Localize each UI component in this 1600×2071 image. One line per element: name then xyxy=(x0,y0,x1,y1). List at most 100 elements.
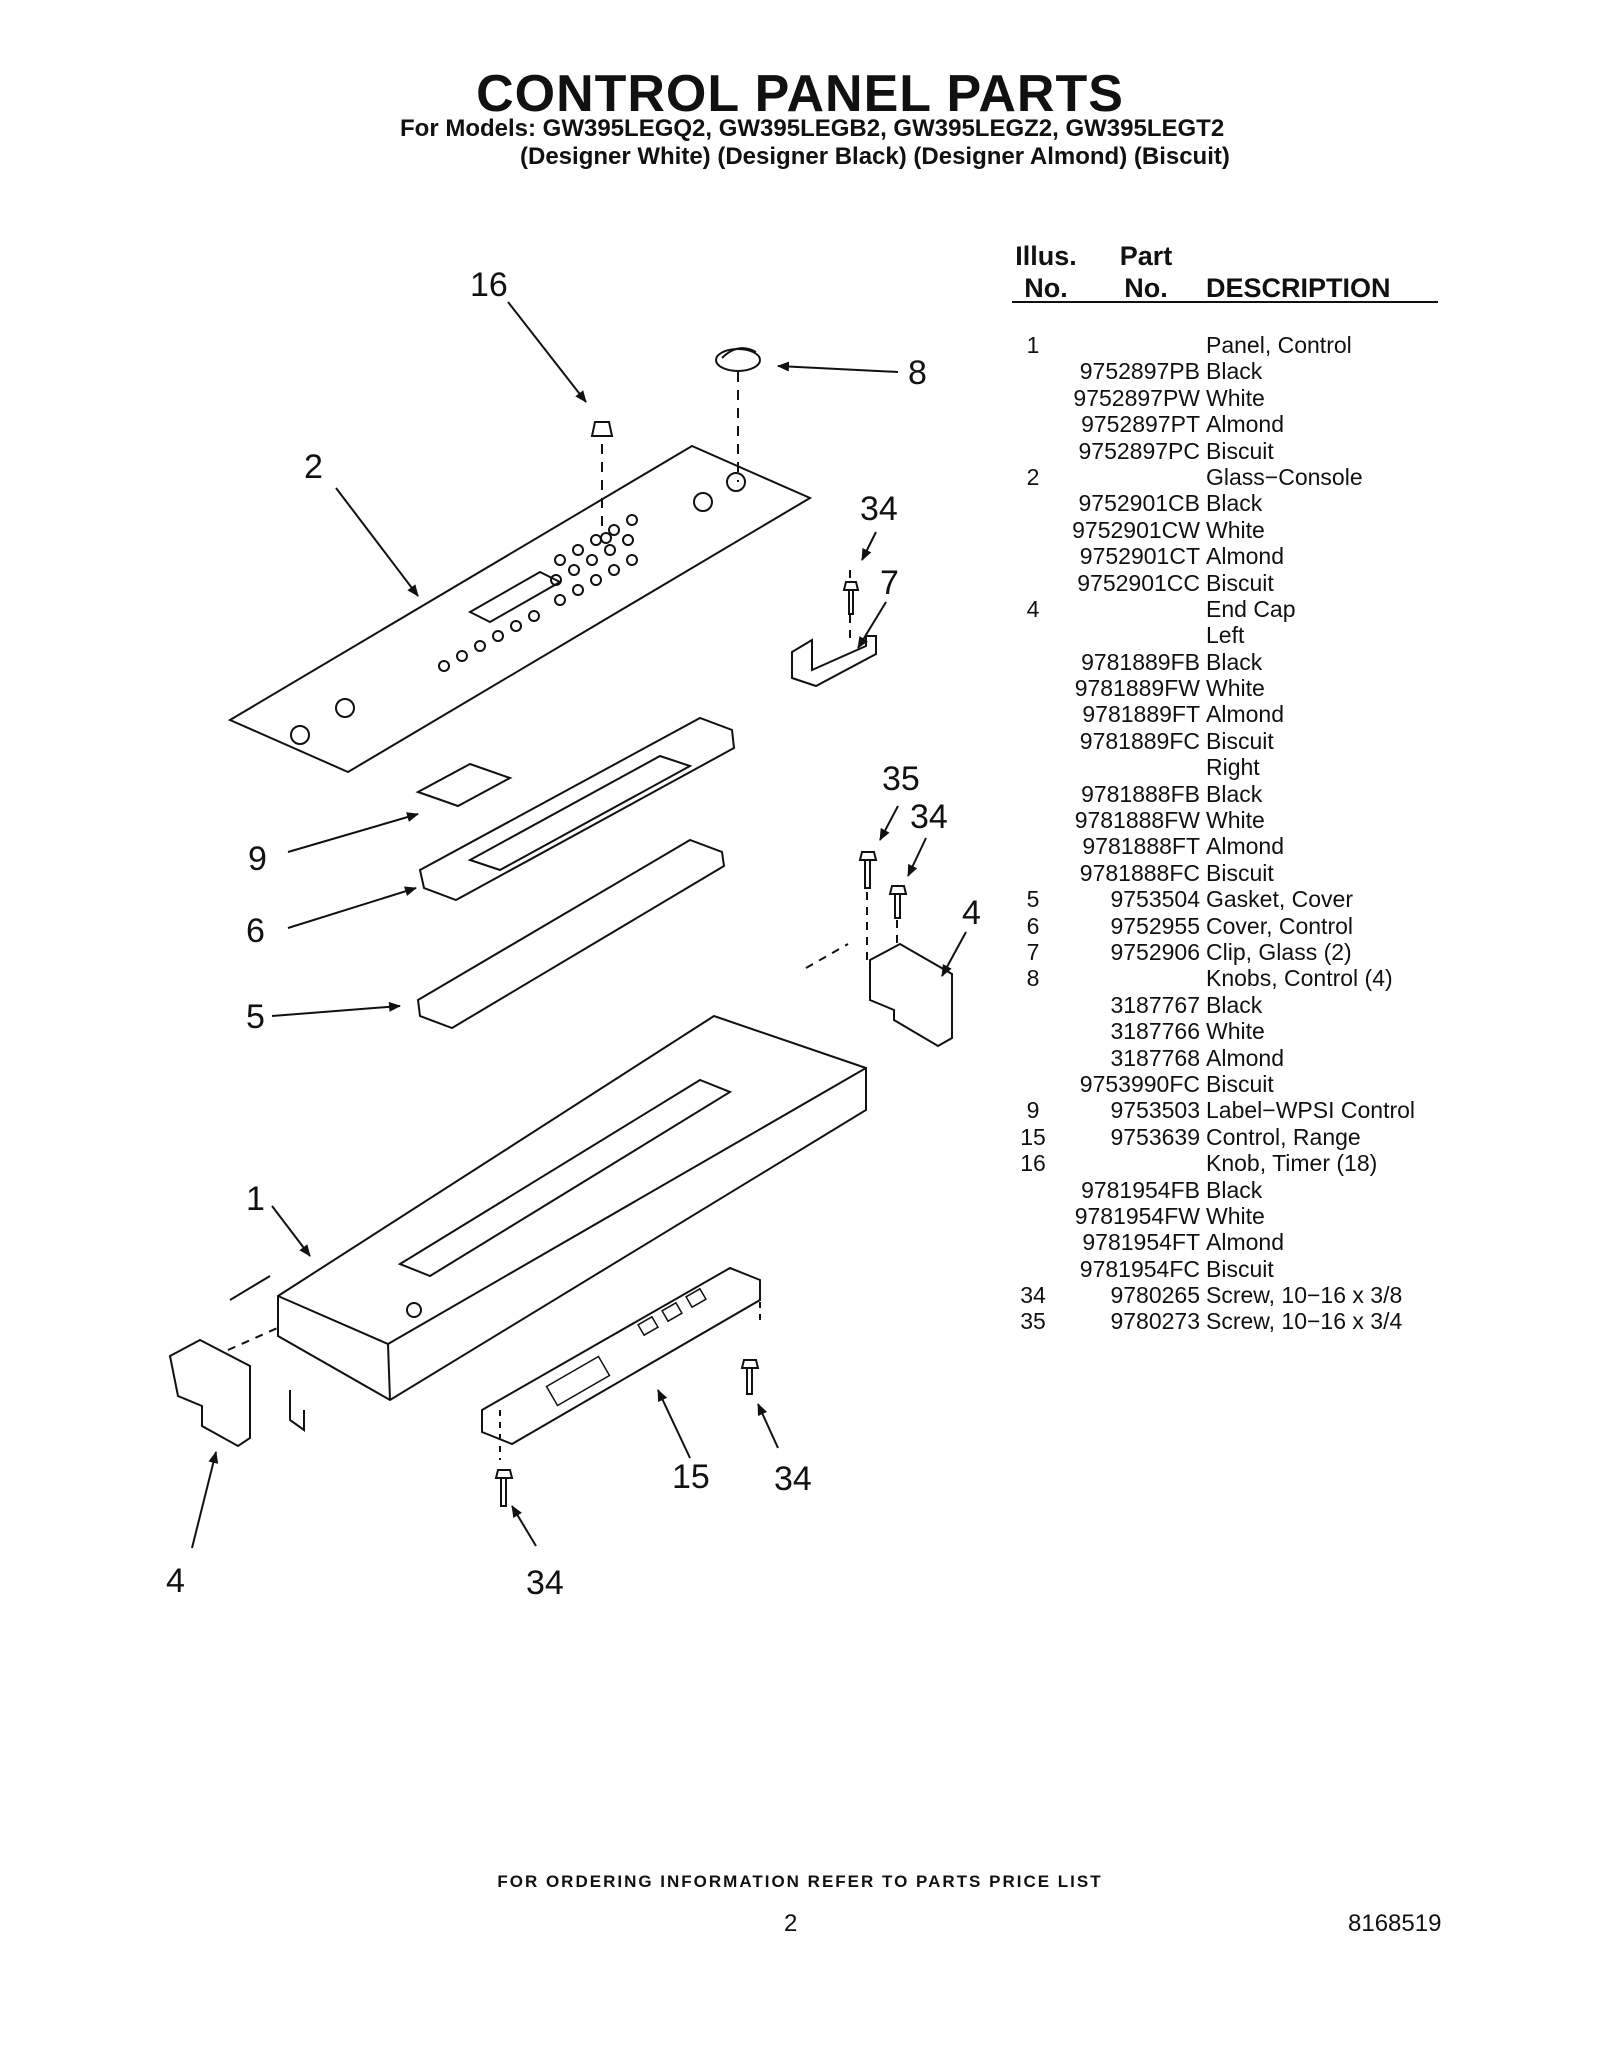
callout-8: 8 xyxy=(908,354,927,392)
part-no: 9753503 xyxy=(1110,1097,1200,1124)
callout-4-left: 4 xyxy=(166,1562,185,1600)
callout-5: 5 xyxy=(246,998,265,1036)
illus-no: 6 xyxy=(1026,912,1040,939)
part-no: 9781954FT xyxy=(1082,1229,1200,1256)
callout-16: 16 xyxy=(470,266,508,304)
part-no: 9781954FC xyxy=(1079,1255,1200,1282)
part-no: 3187768 xyxy=(1110,1044,1200,1071)
callout-4-right: 4 xyxy=(962,894,981,932)
page-title: CONTROL PANEL PARTS xyxy=(476,65,1124,123)
part-no: 9781888FW xyxy=(1074,807,1200,834)
description: Cover, Control xyxy=(1206,912,1354,939)
header-part-no: Part No. xyxy=(1119,241,1173,303)
illus-no: 16 xyxy=(1020,1150,1046,1177)
part-no: 9781889FT xyxy=(1082,701,1200,728)
description: Almond xyxy=(1206,701,1284,728)
description: Black xyxy=(1206,490,1263,517)
description: White xyxy=(1206,807,1265,834)
part-no: 9781888FC xyxy=(1079,859,1200,886)
illus-no: 15 xyxy=(1020,1123,1046,1150)
illus-no: 35 xyxy=(1020,1308,1046,1335)
illus-no: 4 xyxy=(1026,595,1040,622)
description: Knobs, Control (4) xyxy=(1206,965,1393,992)
part-no: 9752906 xyxy=(1110,938,1200,965)
page-number: 2 xyxy=(784,1910,798,1937)
part-no: 9752901CW xyxy=(1072,516,1200,543)
part-no: 9781888FT xyxy=(1082,833,1200,860)
callout-34-mid: 34 xyxy=(910,798,948,836)
part-no: 9781954FW xyxy=(1074,1202,1200,1229)
part-no: 9752897PC xyxy=(1078,437,1201,464)
parts-row: 4 End Cap xyxy=(1010,596,1450,622)
part-no: 3187766 xyxy=(1110,1018,1200,1045)
part-no: 3187767 xyxy=(1110,991,1200,1018)
illus-no: 5 xyxy=(1026,886,1040,913)
models-line: For Models: GW395LEGQ2, GW395LEGB2, GW39… xyxy=(400,115,1225,142)
glass-console-part xyxy=(227,444,813,774)
description: White xyxy=(1206,675,1265,702)
description: White xyxy=(1206,1018,1265,1045)
cover-control-part xyxy=(418,716,736,902)
description: Black xyxy=(1206,991,1263,1018)
header-description: DESCRIPTION xyxy=(1206,273,1391,303)
callout-15: 15 xyxy=(672,1458,710,1496)
part-no: 9752897PB xyxy=(1079,358,1200,385)
callout-35: 35 xyxy=(882,760,920,798)
description: White xyxy=(1206,1202,1265,1229)
control-range-part xyxy=(481,1266,761,1446)
part-no: 9753990FC xyxy=(1079,1070,1200,1097)
callout-34-top: 34 xyxy=(860,490,898,528)
description: Knob, Timer (18) xyxy=(1206,1150,1378,1177)
description: Label−WPSI Control xyxy=(1206,1097,1416,1124)
description: Almond xyxy=(1206,411,1284,438)
description: Biscuit xyxy=(1206,569,1274,596)
parts-row: Right xyxy=(1010,754,1450,780)
part-no: 9780273 xyxy=(1110,1308,1200,1335)
description: Black xyxy=(1206,1176,1263,1203)
part-no: 9780265 xyxy=(1110,1282,1200,1309)
description: Screw, 10−16 x 3/4 xyxy=(1206,1308,1403,1335)
document-number: 8168519 xyxy=(1348,1910,1442,1937)
description: End Cap xyxy=(1206,595,1296,622)
callout-9: 9 xyxy=(248,840,267,878)
colors-line: (Designer White) (Designer Black) (Desig… xyxy=(520,143,1230,170)
callout-6: 6 xyxy=(246,912,265,950)
header-illus-no: Illus. No. xyxy=(1015,241,1077,303)
illus-no: 7 xyxy=(1026,938,1040,965)
illus-no: 9 xyxy=(1026,1097,1040,1124)
description: White xyxy=(1206,516,1265,543)
description: Biscuit xyxy=(1206,1255,1274,1282)
parts-row: 8 Knobs, Control (4) xyxy=(1010,965,1450,991)
description: Panel, Control xyxy=(1206,332,1352,358)
illus-no: 8 xyxy=(1026,965,1040,992)
callout-2: 2 xyxy=(304,448,323,486)
illus-no: 34 xyxy=(1020,1282,1046,1309)
description: Control, Range xyxy=(1206,1123,1361,1150)
callout-1: 1 xyxy=(246,1180,265,1218)
part-no: 9752897PT xyxy=(1081,411,1200,438)
part-no: 9752901CB xyxy=(1078,490,1201,517)
ordering-note: FOR ORDERING INFORMATION REFER TO PARTS … xyxy=(497,1872,1103,1891)
